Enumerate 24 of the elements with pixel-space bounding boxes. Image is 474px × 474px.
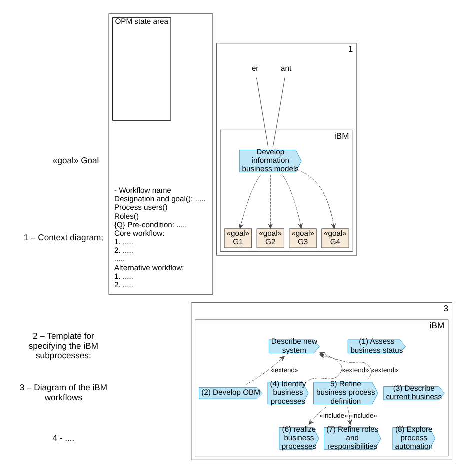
label: 2 – Template for specifying the iBM subprocesses; [28,331,98,360]
node-box: «goal» G4 [322,228,350,248]
arrow [320,354,372,380]
arrow [239,174,261,230]
node-text: ant [281,64,292,73]
node-text: - Workflow name Designation and goal(): ..... Process users() Roles() {Q} Pre-condition: ..... Core workflow: 1. ..... 2. ..... ..... Alternative workflow: 1. ..... 2. ..... [114,186,206,290]
node-box: «goal» G1 [224,228,252,248]
arrow [282,174,303,229]
label: 4 - .... [52,432,75,443]
node-text: er [252,64,259,73]
label: 3 – Diagram of the iBM workflows [20,382,108,402]
cluster [108,14,214,295]
arrow [301,171,336,230]
label: 1 – Context diagram; [24,232,104,243]
connector [272,78,286,148]
arrow [268,174,273,229]
node-box: OPM state area [112,17,172,121]
connector [256,78,269,148]
arrow [246,356,286,385]
label: «goal» Goal [52,155,100,166]
node-box: «goal» G2 [256,228,284,248]
node-box: «goal» G3 [289,228,317,248]
arrow [308,407,326,426]
arrow [348,407,352,426]
